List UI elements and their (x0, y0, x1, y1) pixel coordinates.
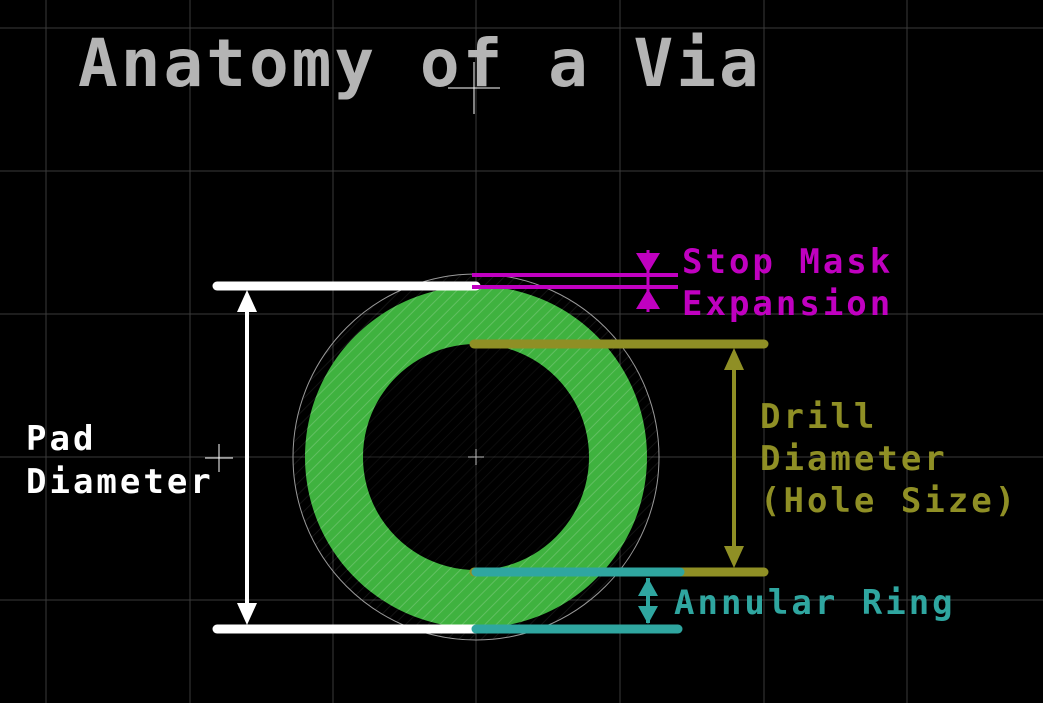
pad-label-line1: Pad (26, 419, 96, 459)
diagram-title: Anatomy of a Via (78, 25, 762, 102)
annular-ring-label: Annular Ring (674, 583, 956, 623)
via-pad-hatch (304, 286, 647, 629)
annular-ring-dimension (471, 567, 685, 634)
stop-mask-dimension (472, 250, 678, 312)
pad-diameter-dimension (212, 281, 481, 634)
drill-label-line2: Diameter (760, 439, 948, 479)
center-crosshair (468, 449, 484, 465)
drill-label-line3: (Hole Size) (760, 481, 1018, 521)
crosshair-marker (448, 62, 500, 114)
stop-mask-label-line2: Expansion (682, 284, 893, 324)
stop-mask-label-line1: Stop Mask (682, 242, 893, 282)
pad-marker-cross (205, 444, 233, 472)
pad-label-line2: Diameter (26, 462, 214, 502)
drill-label-line1: Drill (760, 397, 877, 437)
